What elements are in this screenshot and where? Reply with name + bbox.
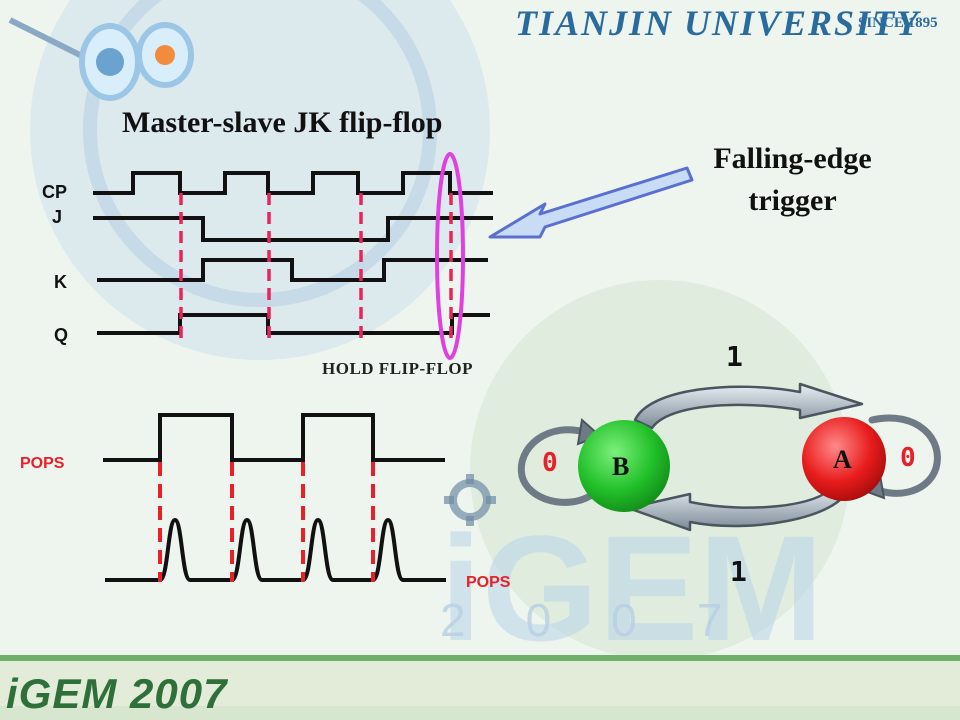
glasses-logo-icon	[8, 17, 194, 101]
cp-waveform	[93, 171, 493, 195]
igem-watermark: iGEM	[440, 504, 823, 672]
callout-line-2: trigger	[748, 184, 837, 217]
signal-label-k: K	[54, 272, 67, 292]
falling-edge-callout: Falling-edge trigger	[640, 138, 945, 222]
transition-arrow-top	[633, 382, 864, 430]
self-loop-b-label: 0	[542, 448, 558, 478]
transition-label-bottom: 1	[730, 555, 747, 588]
university-name: TIANJIN UNIVERSITY	[515, 3, 921, 43]
signal-label-q: Q	[54, 325, 69, 345]
pops-label-bottom: POPS	[466, 574, 511, 591]
self-loop-a-label: 0	[900, 443, 916, 473]
slide-title: Master-slave JK flip-flop	[122, 106, 443, 139]
callout-line-1: Falling-edge	[713, 142, 872, 175]
k-waveform	[97, 258, 488, 282]
square-wave	[103, 413, 445, 462]
signal-label-cp: CP	[42, 182, 68, 202]
self-loop-a	[866, 414, 941, 497]
year-watermark: 2007	[440, 594, 782, 646]
state-b-node	[578, 420, 670, 512]
callout-arrow-icon	[488, 166, 694, 239]
self-loop-b	[517, 426, 594, 506]
j-waveform	[93, 216, 493, 242]
transition-label-top: 1	[726, 340, 743, 373]
spike-train	[105, 517, 446, 582]
university-seal-watermark	[30, 0, 490, 360]
state-a-node	[802, 417, 886, 501]
pops-label-top: POPS	[20, 455, 65, 472]
gear-icon	[444, 474, 496, 526]
state-b-label: B	[612, 452, 630, 481]
hold-flipflop-label: HOLD FLIP-FLOP	[322, 359, 474, 378]
state-a-label: A	[833, 445, 852, 474]
footer-logo: iGEM 2007	[6, 670, 228, 717]
signal-label-j: J	[52, 207, 63, 227]
falling-edge-highlight	[435, 152, 465, 360]
since-label: SINCE 1895	[858, 15, 938, 31]
